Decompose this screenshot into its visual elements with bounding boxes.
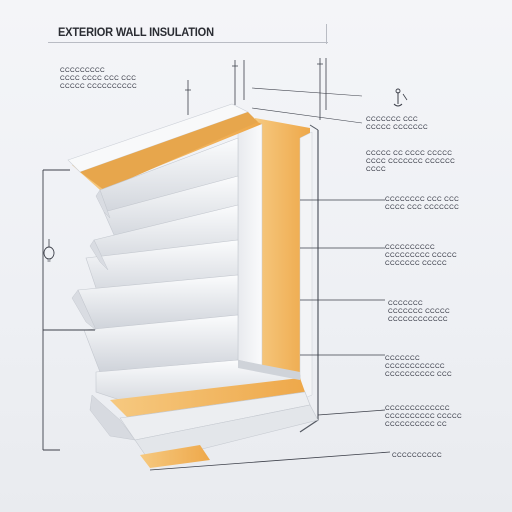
- label-right-8: CCCCCCCCCC: [392, 452, 442, 459]
- title-rule-tick: [326, 24, 327, 44]
- label-right-3: CCCCCCCC CCC CCC CCCC CCC CCCCCCC: [385, 196, 460, 211]
- diagram-title: EXTERIOR WALL INSULATION: [58, 25, 214, 39]
- label-right-1: CCCCCCC CCC CCCCC CCCCCCC: [366, 116, 429, 131]
- label-right-7: CCCCCCCCCCCCC CCCCCCCCCC CCCCC CCCCCCCCC…: [385, 405, 463, 428]
- label-right-6: CCCCCCC CCCCCCCCCCCC CCCCCCCCCC CCC: [385, 355, 453, 378]
- bulb-icon: [43, 239, 55, 262]
- label-right-5: CCCCCCC CCCCCCC CCCCC CCCCCCCCCCCC: [388, 300, 451, 323]
- label-right-2: CCCCC CC CCCC CCCCC CCCC CCCCCCC CCCCCC …: [366, 150, 456, 173]
- anchor-icon: [393, 88, 408, 107]
- title-underline: [48, 42, 328, 43]
- label-right-4: CCCCCCCCCC CCCCCCCCC CCCCC CCCCCCC CCCCC: [385, 244, 458, 267]
- label-left-top: CCCCCCCCC CCCC CCCC CCC CCC CCCCC CCCCCC…: [60, 67, 138, 90]
